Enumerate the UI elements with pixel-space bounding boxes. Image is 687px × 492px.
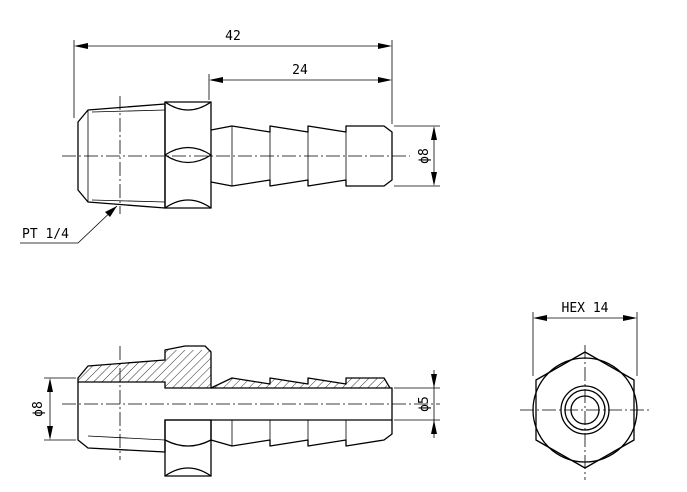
thread-leader [20, 205, 118, 244]
top-view: 42 24 ϕ8 PT 1/4 [20, 29, 440, 244]
end-view: HEX 14 [520, 301, 650, 480]
dim-barb-text: 24 [292, 63, 308, 78]
top-hex [164, 101, 212, 209]
dim-barb-diameter-text: ϕ8 [417, 148, 432, 164]
dim-left-diameter-text: ϕ8 [31, 401, 46, 417]
section-view: ϕ8 ϕ5 [31, 345, 440, 477]
hex-callout-text: HEX 14 [562, 301, 609, 316]
dim-bore-diameter-text: ϕ5 [417, 396, 432, 412]
dim-overall-text: 42 [225, 29, 241, 44]
thread-callout-text: PT 1/4 [22, 227, 69, 242]
